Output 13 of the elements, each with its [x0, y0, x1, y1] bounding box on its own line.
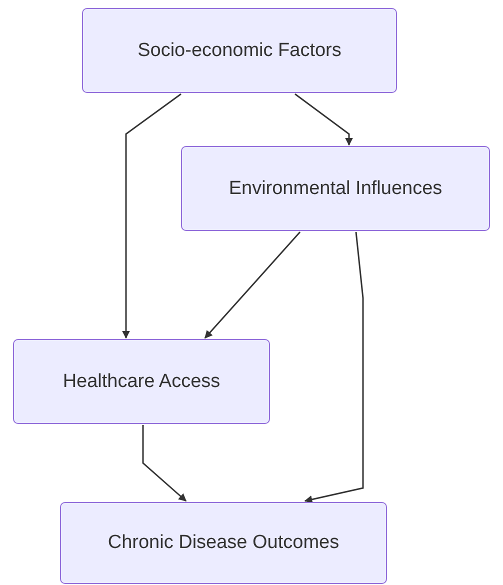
node-label: Healthcare Access — [62, 370, 220, 392]
process-box — [13, 339, 270, 424]
process-box — [181, 146, 490, 231]
process-box — [60, 502, 387, 584]
arrow — [142, 425, 187, 502]
node-label: Socio-economic Factors — [138, 40, 342, 62]
arrow — [204, 232, 301, 339]
arrow — [122, 93, 182, 339]
arrow — [294, 93, 353, 146]
node-label: Environmental Influences — [228, 178, 442, 200]
arrow — [304, 232, 364, 504]
process-box — [82, 8, 397, 93]
node-label: Chronic Disease Outcomes — [108, 532, 340, 554]
